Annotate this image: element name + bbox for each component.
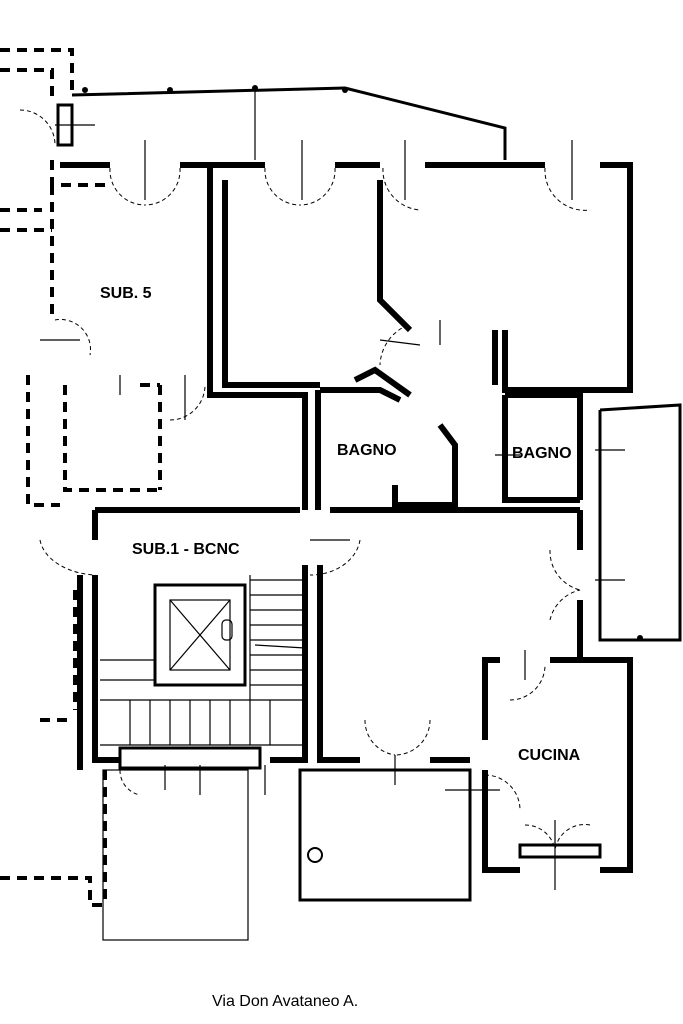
room-label-bagno-right: BAGNO	[512, 445, 572, 462]
cucina-window	[518, 820, 602, 890]
bagno-left-walls	[320, 366, 458, 508]
door-swings	[19, 103, 591, 851]
room-label-cucina: CUCINA	[518, 747, 581, 764]
bagno-right-walls	[495, 392, 580, 503]
south-courtyard	[102, 746, 472, 941]
room-label-sub5: SUB. 5	[100, 285, 152, 302]
street-name: Via Don Avataneo A.	[212, 993, 358, 1010]
exterior-walls	[60, 162, 633, 873]
room-label-sub1-bcnc: SUB.1 - BCNC	[132, 541, 240, 558]
terrace-north	[71, 85, 507, 160]
neighbour-unit-outline	[0, 48, 162, 907]
stairwell	[100, 575, 306, 746]
balcony-east	[595, 403, 682, 642]
room-label-bagno-left: BAGNO	[337, 442, 397, 459]
